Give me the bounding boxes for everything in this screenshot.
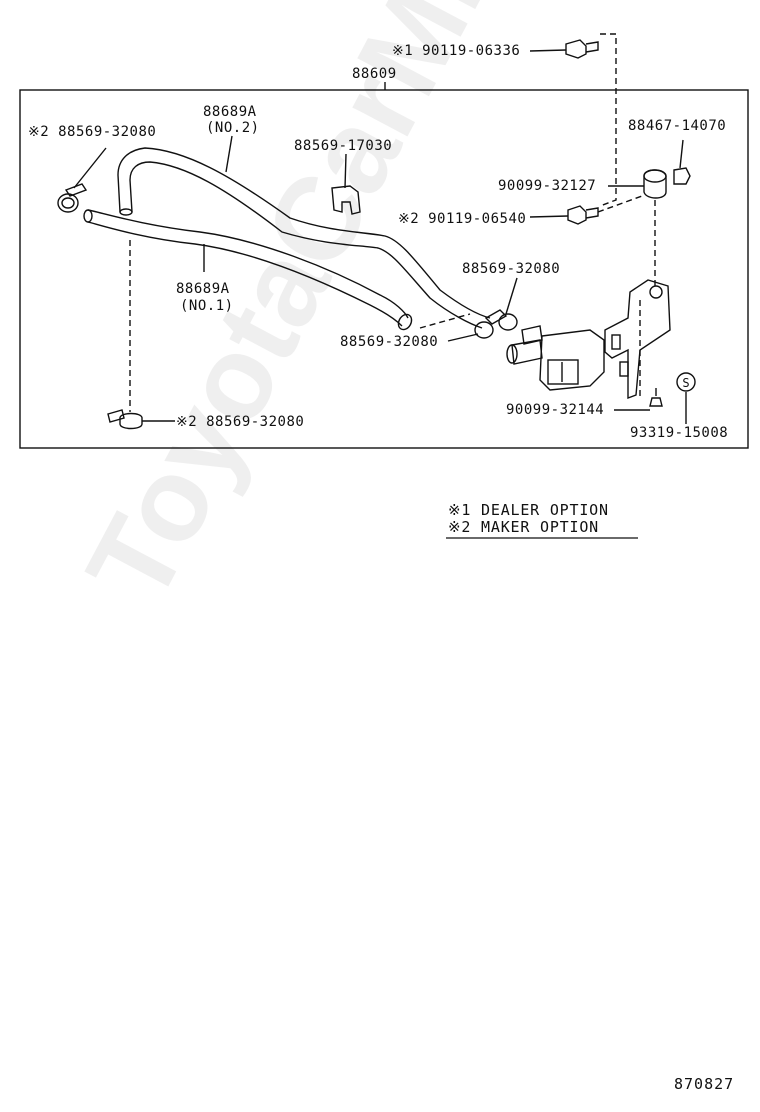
callout-grommet: 88467-14070 — [628, 118, 727, 134]
callout-vsv: 93319-15008 — [630, 425, 729, 441]
callout-hose-no2: 88689A — [203, 104, 257, 120]
callout-assembly: 88609 — [352, 66, 397, 82]
bracket — [604, 279, 671, 400]
callout-hose-no2-sub: (NO.2) — [206, 120, 260, 136]
leader-clamp-top-left — [73, 147, 107, 189]
callout-clamp-bottom-left: ※2 88569-32080 — [176, 414, 305, 430]
callout-hose-no1: 88689A — [176, 281, 230, 297]
callout-clamp-right-lower: 88569-32080 — [340, 334, 439, 350]
callout-screw-bottom: 90099-32144 — [506, 402, 605, 418]
callout-bolt-top: ※1 90119-06336 — [392, 43, 521, 59]
diagram-code: 870827 — [674, 1075, 735, 1093]
legend-dealer-option: ※1 DEALER OPTION — [448, 501, 609, 519]
callout-clamp-mid: 88569-17030 — [294, 138, 393, 154]
callout-clamp-right-upper: 88569-32080 — [462, 261, 561, 277]
vsv-body — [539, 329, 605, 391]
callout-hose-no1-sub: (NO.1) — [180, 298, 234, 314]
s-symbol-text: S — [682, 376, 689, 390]
callout-cushion: 90099-32127 — [498, 178, 597, 194]
callout-bolt-mid: ※2 90119-06540 — [398, 211, 527, 227]
assembly-frame — [19, 89, 749, 449]
legend-maker-option: ※2 MAKER OPTION — [448, 518, 599, 536]
hose-no1 — [87, 209, 409, 319]
s-symbol-circle — [676, 372, 696, 392]
hose-no2 — [117, 147, 491, 319]
callout-clamp-top-left: ※2 88569-32080 — [28, 124, 157, 140]
